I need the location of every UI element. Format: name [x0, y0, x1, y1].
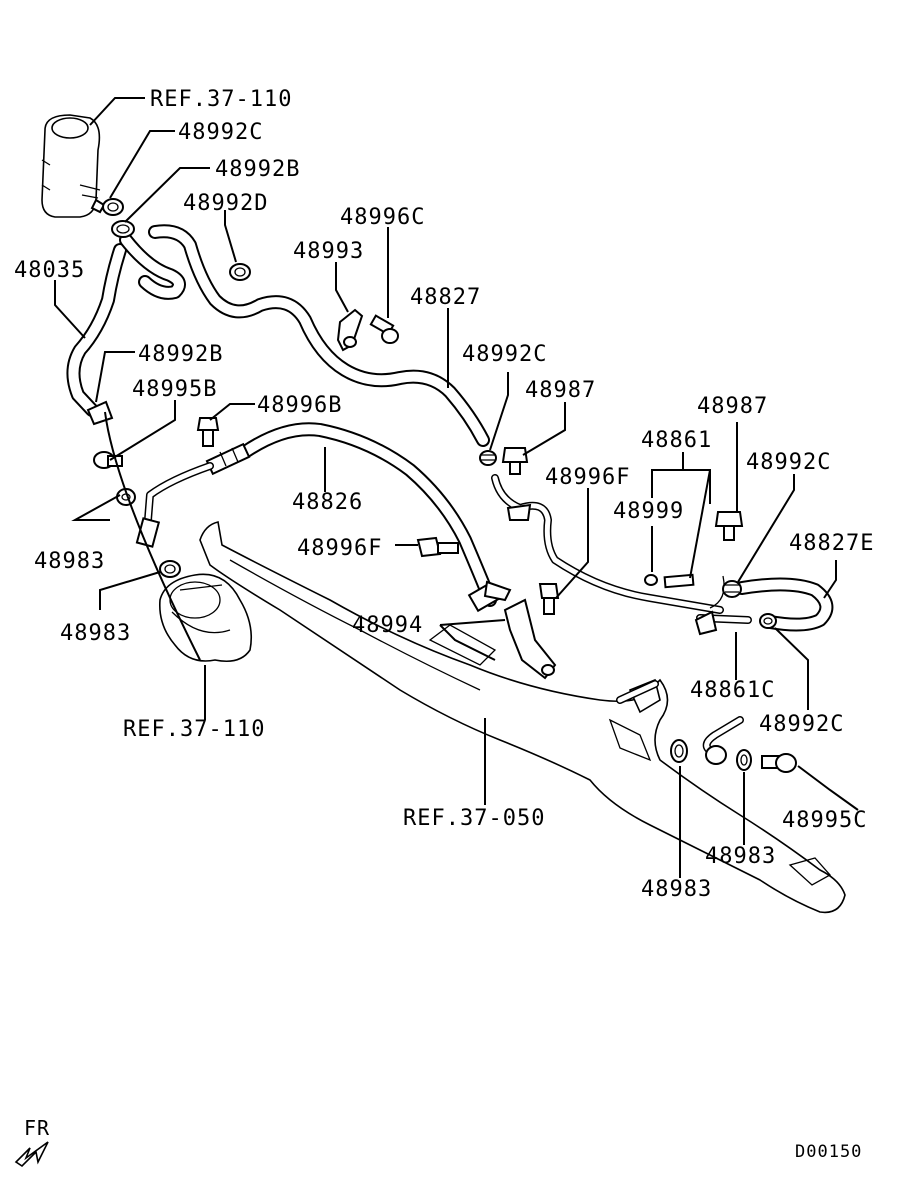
union-fitting-left: [135, 517, 161, 548]
clamp-48992c-mid: [479, 450, 497, 466]
gasket-48983-d: [736, 749, 752, 771]
label-48992c-low: 48992C: [759, 712, 844, 737]
label-48992d: 48992D: [183, 191, 268, 216]
gasket-48983-c: [670, 739, 688, 763]
hose-48827e: [735, 577, 834, 632]
label-48987-a: 48987: [525, 378, 596, 403]
pipe-fitting-48861: [663, 573, 695, 589]
label-48992c-top: 48992C: [178, 120, 263, 145]
label-48995b: 48995B: [132, 377, 217, 402]
hose-48827: [148, 224, 490, 447]
bracket-48994: [503, 598, 557, 680]
label-48827e: 48827E: [789, 531, 874, 556]
power-steering-pump: [158, 573, 253, 663]
pipe-48861c: [694, 575, 752, 636]
label-48983-b: 48983: [60, 621, 131, 646]
front-marker-label: FR: [24, 1116, 50, 1140]
label-48999: 48999: [613, 499, 684, 524]
label-ref-reservoir: REF.37-110: [150, 87, 292, 112]
bolt-48996f-right: [538, 583, 560, 615]
clamp-48992b-top: [111, 220, 135, 238]
reservoir-tank: [41, 114, 106, 218]
label-48992c-right: 48992C: [746, 450, 831, 475]
clamp-48992c-right: [722, 580, 742, 598]
clamp-48992c-low: [759, 613, 777, 629]
oring-48999: [644, 574, 658, 586]
leader-lines: [54, 97, 859, 878]
label-48983-c: 48983: [641, 877, 712, 902]
pipe-48861: [491, 474, 724, 614]
bolt-48987-a: [501, 447, 529, 475]
label-48983-d: 48983: [705, 844, 776, 869]
label-48993: 48993: [293, 239, 364, 264]
eyebolt-48995c: [761, 753, 797, 773]
label-48827: 48827: [410, 285, 481, 310]
bolt-48987-b: [714, 511, 744, 541]
hose-48035: [66, 233, 186, 417]
gasket-48983-b: [159, 560, 181, 578]
label-48983-a: 48983: [34, 549, 105, 574]
front-arrow-icon: [14, 1141, 49, 1168]
label-48861: 48861: [641, 428, 712, 453]
label-48994: 48994: [352, 613, 423, 638]
bolt-48996b: [196, 417, 220, 447]
label-48996c: 48996C: [340, 205, 425, 230]
label-48992b-lower: 48992B: [138, 342, 223, 367]
label-48996f-right: 48996F: [545, 465, 630, 490]
hose-48826: [144, 422, 512, 613]
label-48996f-mid: 48996F: [297, 536, 382, 561]
steering-gear-housing: [199, 521, 846, 914]
front-direction-marker: FR: [14, 1116, 50, 1168]
pipe-union-gear: [702, 716, 744, 765]
clamp-48992c-top: [102, 198, 124, 216]
clamp-48992d: [229, 263, 251, 281]
label-48987-b: 48987: [697, 394, 768, 419]
label-48826: 48826: [292, 490, 363, 515]
bracket-48993: [336, 308, 364, 352]
label-ref-gear: REF.37-050: [403, 806, 545, 831]
part-labels: REF.37-110 48992C 48992B 48992D 48996C 4…: [14, 87, 874, 902]
label-48992b-top: 48992B: [215, 157, 300, 182]
label-48996b: 48996B: [257, 393, 342, 418]
label-48035: 48035: [14, 258, 85, 283]
diagram-code: D00150: [795, 1142, 862, 1162]
bolt-48996c: [369, 314, 399, 344]
label-48995c: 48995C: [782, 808, 867, 833]
bolt-48996f-mid: [416, 536, 459, 558]
label-48861c: 48861C: [690, 678, 775, 703]
label-ref-pump: REF.37-110: [123, 717, 265, 742]
label-48992c-mid: 48992C: [462, 342, 547, 367]
